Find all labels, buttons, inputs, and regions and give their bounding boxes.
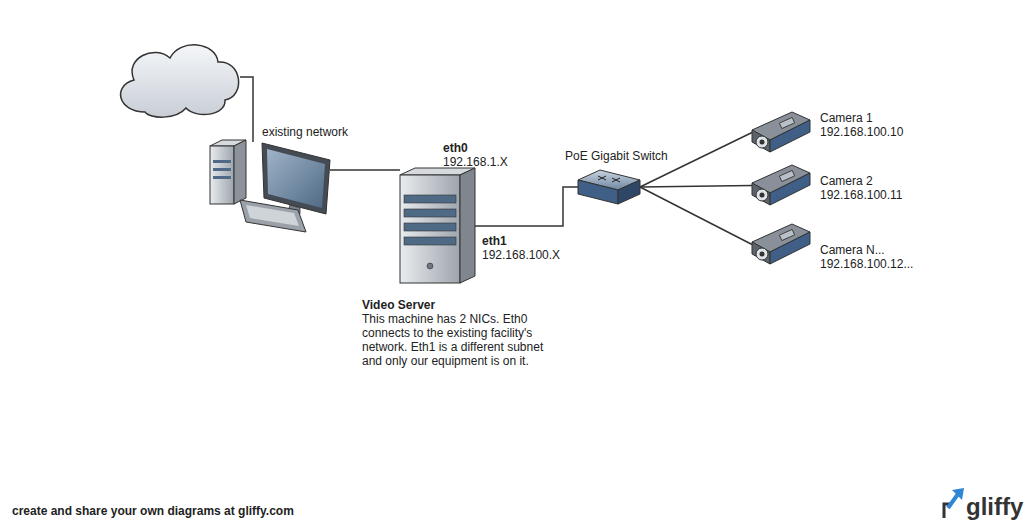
switch-icon [578, 170, 640, 204]
switch-node: PoE Gigabit Switch [578, 168, 640, 206]
network-cable [330, 169, 400, 171]
camera-node: Camera 1192.168.100.10 [752, 110, 927, 155]
node-title: Camera 1 [820, 111, 873, 125]
workstation-icon [210, 140, 330, 232]
node-title: Video Server [362, 298, 554, 312]
watermark: create and share your own diagrams at gl… [12, 504, 294, 518]
node-text: 192.168.100.11 [820, 188, 903, 202]
camera-icon [752, 165, 810, 205]
camera-icon [752, 112, 810, 152]
camera-node: Camera N...192.168.100.12... [752, 222, 927, 267]
node-text: 192.168.100.12... [820, 257, 913, 271]
ip-address: 192.168.1.X [443, 155, 508, 169]
logo-mark [944, 488, 964, 518]
node-title: Camera 2 [820, 174, 873, 188]
network-cable [475, 187, 578, 226]
node-title: Camera N... [820, 243, 885, 257]
ip-address: 192.168.100.X [482, 248, 560, 262]
network-cable [640, 187, 752, 245]
server-node: Video ServerThis machine has 2 NICs. Eth… [400, 165, 475, 285]
node-title: existing network [262, 125, 348, 139]
server-icon [400, 168, 475, 283]
node-text: 192.168.100.10 [820, 125, 903, 139]
network-cable [640, 186, 752, 188]
logo-text: gliffy [966, 493, 1023, 521]
cloud-link [240, 77, 253, 142]
cloud [121, 45, 239, 117]
interface-name: eth0 [443, 141, 468, 155]
camera-icon [752, 224, 810, 264]
interface-name: eth1 [482, 234, 507, 248]
camera-node: Camera 2192.168.100.11 [752, 163, 927, 208]
node-title: PoE Gigabit Switch [565, 149, 668, 163]
workstation-node: existing network [205, 125, 330, 237]
node-text: This machine has 2 NICs. Eth0 connects t… [362, 312, 554, 368]
